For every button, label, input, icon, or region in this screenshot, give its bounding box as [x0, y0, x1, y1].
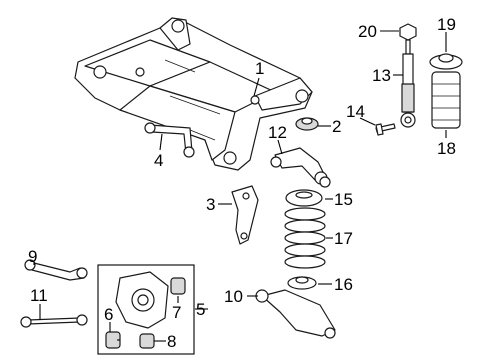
callout-14: 14	[346, 102, 365, 121]
spring-upper-insulator[interactable]	[285, 189, 323, 207]
callout-16: 16	[334, 275, 353, 294]
subframe-crossmember[interactable]	[74, 17, 313, 171]
shock-upper-mount[interactable]	[429, 53, 463, 70]
callout-6: 6	[104, 305, 113, 324]
callout-20: 20	[358, 22, 377, 41]
callout-3: 3	[206, 195, 215, 214]
callout-12: 12	[268, 123, 287, 142]
bracket[interactable]	[231, 185, 259, 245]
lateral-rod[interactable]	[20, 314, 88, 328]
upper-control-arm[interactable]	[270, 147, 328, 185]
callout-4: 4	[154, 151, 163, 170]
callout-7: 7	[172, 303, 181, 322]
knuckle[interactable]	[115, 271, 169, 329]
coil-spring[interactable]	[284, 207, 326, 269]
callout-10: 10	[224, 287, 243, 306]
shock-nut[interactable]	[399, 23, 417, 41]
knuckle-assembly-box	[97, 264, 195, 355]
callout-labels: 1 2 3 4 5 6 7 8 9 10 11 12 13 14 15 16 1…	[28, 15, 456, 351]
knuckle-bushing-7[interactable]	[170, 277, 186, 295]
spring-lower-insulator[interactable]	[287, 276, 317, 290]
callout-5: 5	[196, 300, 205, 319]
lateral-link[interactable]	[144, 122, 195, 158]
callout-1: 1	[255, 59, 264, 78]
leader-lines	[33, 30, 447, 342]
knuckle-bushing-8[interactable]	[139, 333, 155, 349]
ball-joint[interactable]	[319, 176, 331, 188]
callout-15: 15	[334, 190, 353, 209]
callout-2: 2	[332, 117, 341, 136]
shock-absorber[interactable]	[400, 39, 416, 128]
lower-control-arm[interactable]	[255, 289, 336, 339]
callout-17: 17	[334, 229, 353, 248]
callout-13: 13	[372, 66, 391, 85]
callout-11: 11	[30, 286, 48, 305]
callout-19: 19	[437, 15, 456, 34]
bolt[interactable]	[375, 123, 396, 136]
toe-link[interactable]	[24, 259, 88, 281]
callout-18: 18	[437, 139, 456, 158]
subframe-mount-bushing[interactable]	[295, 117, 319, 131]
callout-9: 9	[28, 247, 37, 266]
callout-8: 8	[167, 332, 176, 351]
bump-stop[interactable]	[431, 71, 461, 129]
